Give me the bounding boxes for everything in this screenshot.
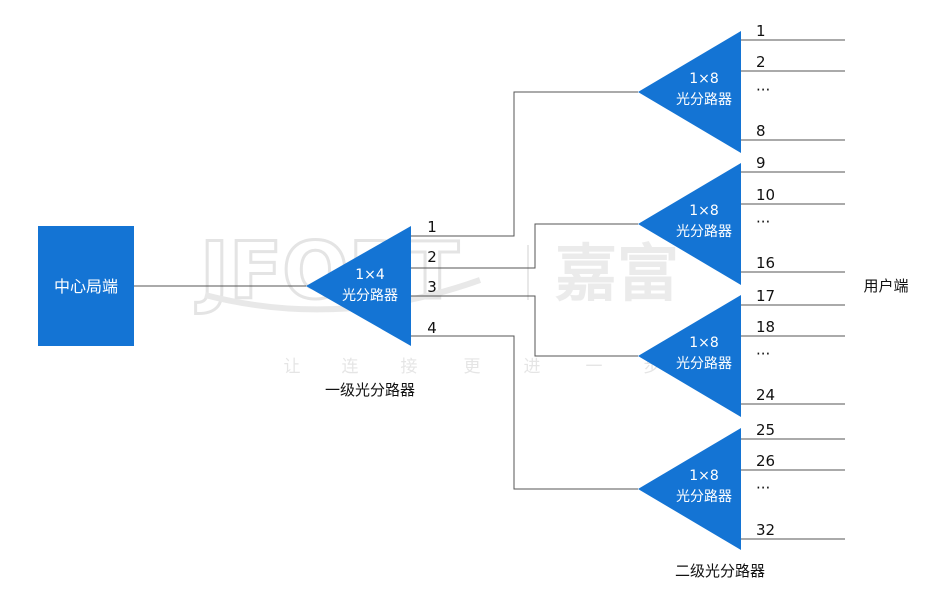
user-side-label: 用户端 (863, 277, 908, 295)
watermark-slogan-char: 进 (524, 357, 541, 377)
port2-line (411, 223, 638, 269)
output-label: 16 (756, 254, 775, 272)
watermark-slogan-char: 接 (401, 357, 418, 377)
second-splitter-4: 1×8 光分路器 25 26 ··· 32 (638, 421, 775, 550)
port1-line (411, 91, 638, 237)
output-ellipsis: ··· (756, 81, 770, 99)
watermark-brand-cn: 嘉富 (555, 237, 679, 310)
output-label: 18 (756, 318, 775, 336)
second-splitter-ratio: 1×8 (689, 71, 719, 87)
central-office-box (38, 226, 134, 346)
second-splitter-ratio: 1×8 (689, 203, 719, 219)
output-label: 26 (756, 452, 775, 470)
output-ellipsis: ··· (756, 479, 770, 497)
watermark-swoosh (204, 277, 482, 313)
second-splitter-3: 1×8 光分路器 17 18 ··· 24 (638, 287, 775, 417)
watermark-slogan-char: 更 (464, 357, 481, 377)
second-splitter-triangle (638, 163, 741, 285)
port3-line (411, 295, 638, 357)
second-splitter-triangle (638, 295, 741, 417)
output-label: 8 (756, 122, 766, 140)
second-splitter-name: 光分路器 (676, 356, 732, 372)
output-label: 25 (756, 421, 775, 439)
first-splitter-name: 光分路器 (342, 288, 398, 304)
first-port-label: 4 (427, 319, 437, 337)
central-office-label: 中心局端 (54, 277, 118, 296)
output-label: 9 (756, 154, 766, 172)
output-label: 24 (756, 386, 775, 404)
second-splitter-ratio: 1×8 (689, 335, 719, 351)
output-label: 17 (756, 287, 775, 305)
second-splitter-triangle (638, 428, 741, 550)
first-splitter-triangle (306, 226, 411, 346)
second-splitter-ratio: 1×8 (689, 468, 719, 484)
first-port-label: 2 (427, 248, 437, 266)
first-port-label: 1 (427, 218, 437, 236)
first-splitter-caption: 一级光分路器 (325, 381, 415, 399)
output-label: 10 (756, 186, 775, 204)
output-label: 1 (756, 22, 766, 40)
second-splitter-triangle (638, 31, 741, 153)
watermark-slogan-char: 一 (586, 357, 603, 377)
first-splitter-ratio: 1×4 (355, 267, 385, 283)
output-label: 32 (756, 521, 775, 539)
watermark-slogan-char: 让 (284, 357, 301, 377)
connectors (134, 39, 845, 540)
output-ellipsis: ··· (756, 345, 770, 363)
second-splitter-caption: 二级光分路器 (675, 562, 765, 580)
output-ellipsis: ··· (756, 213, 770, 231)
second-splitter-name: 光分路器 (676, 224, 732, 240)
first-port-label: 3 (427, 278, 437, 296)
second-splitter-1: 1×8 光分路器 1 2 ··· 8 (638, 22, 770, 153)
watermark-slogan: 让连接更进一步 (284, 357, 661, 377)
second-splitter-2: 1×8 光分路器 9 10 ··· 16 (638, 154, 775, 285)
second-splitter-name: 光分路器 (676, 489, 732, 505)
second-splitter-name: 光分路器 (676, 92, 732, 108)
watermark-slogan-char: 连 (342, 357, 359, 377)
output-label: 2 (756, 53, 766, 71)
watermark: JFOPT 嘉富 让连接更进一步 (194, 226, 680, 378)
port4-line (411, 335, 638, 490)
